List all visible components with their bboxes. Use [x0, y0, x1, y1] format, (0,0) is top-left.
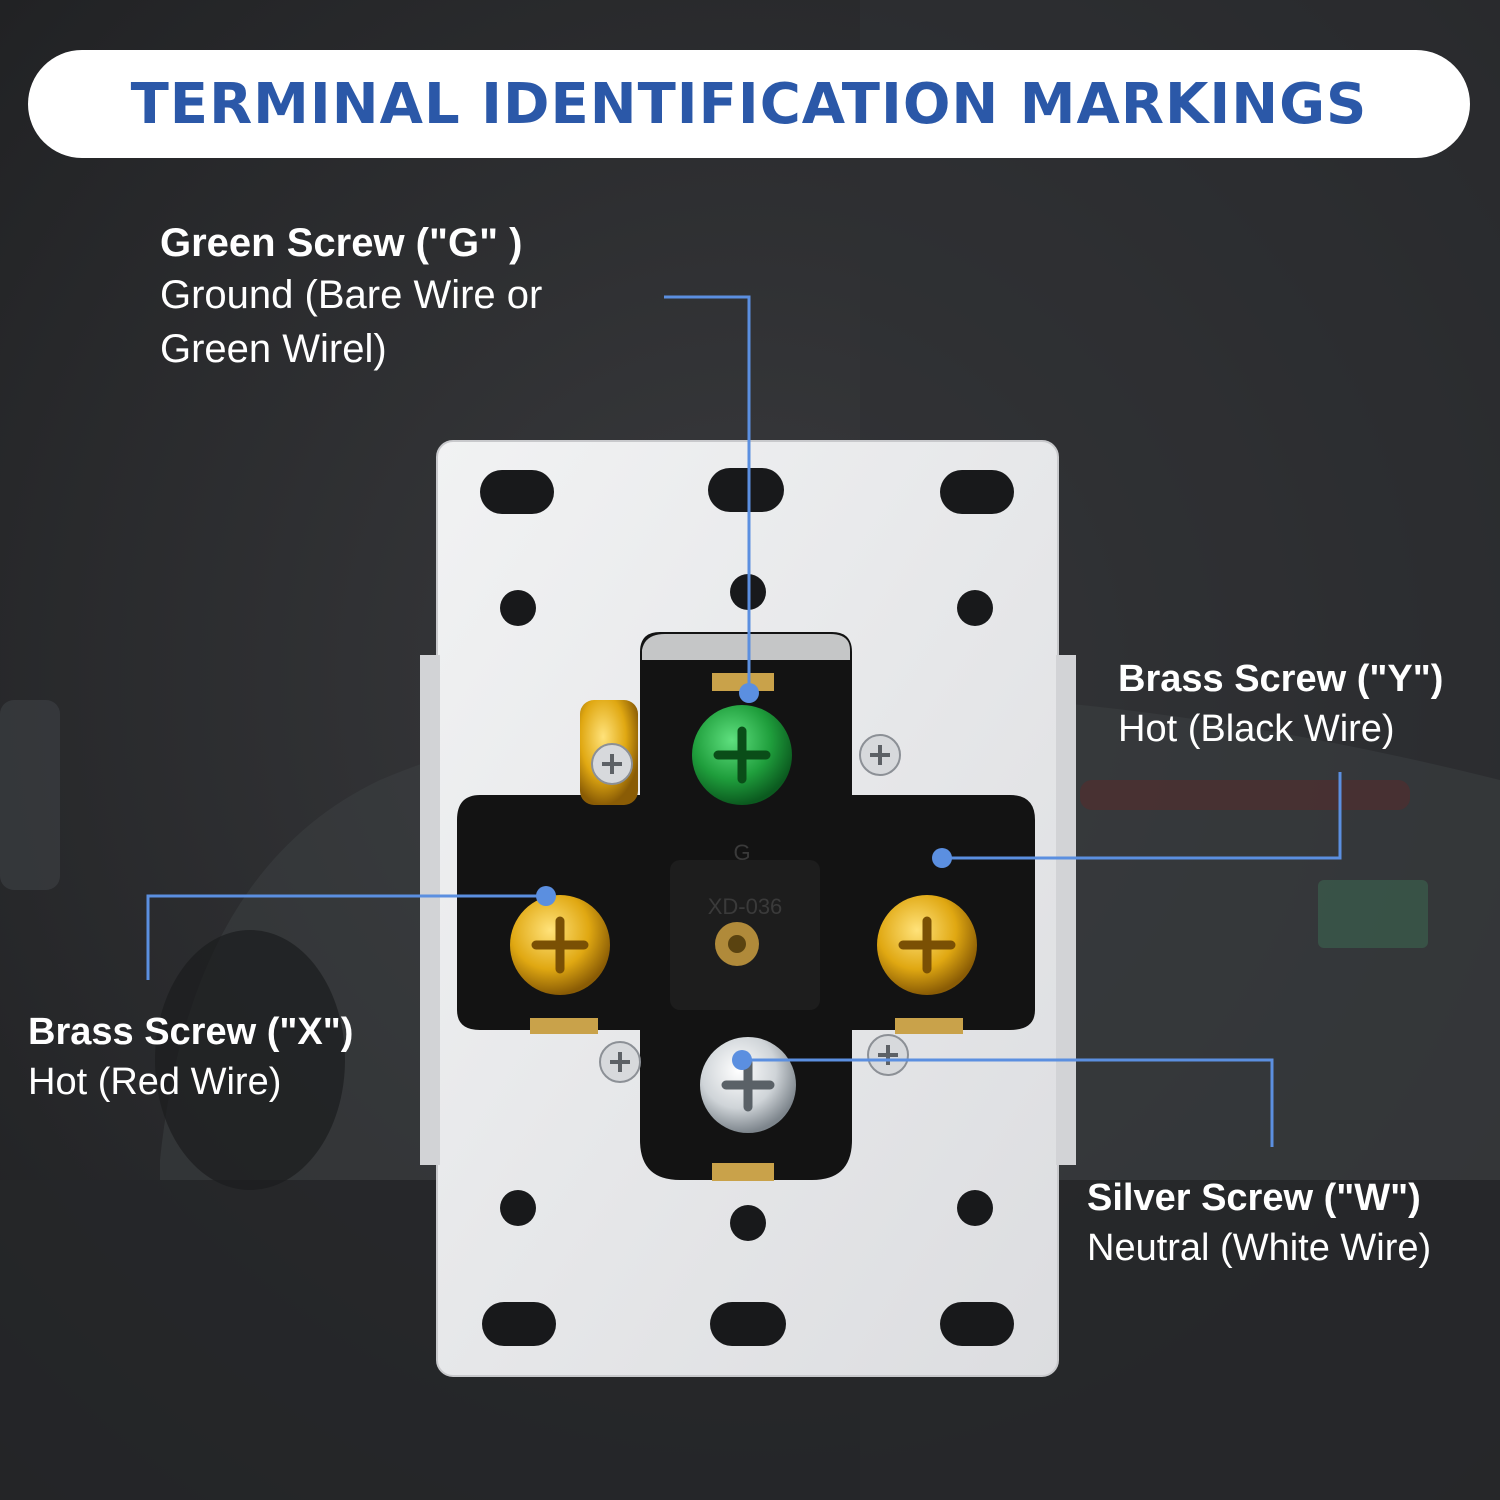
plate-hole [957, 1190, 993, 1226]
callout-brass-screw-y-line1: Hot (Black Wire) [1118, 708, 1395, 750]
plate-slot [710, 1302, 786, 1346]
title-banner: TERMINAL IDENTIFICATION MARKINGS [28, 50, 1470, 158]
callout-brass-screw-x: Brass Screw ("X") Hot (Red Wire) [28, 1007, 353, 1107]
callout-green-screw-heading: Green Screw ("G" ) [160, 221, 523, 265]
plate-slot [482, 1302, 556, 1346]
leader-line-x [146, 894, 546, 980]
silver-screw-icon [700, 1037, 796, 1133]
leader-line-w [742, 1058, 1274, 1147]
callout-silver-screw-w-heading: Silver Screw ("W") [1087, 1177, 1421, 1219]
brass-screw-y-icon [877, 895, 977, 995]
plate-hole [500, 1190, 536, 1226]
leader-line-y [942, 772, 1342, 860]
plate-side-flange-right [1056, 655, 1076, 1165]
mounting-screw-icon [599, 1041, 641, 1083]
mounting-screw-icon [867, 1034, 909, 1076]
plate-hole [730, 1205, 766, 1241]
background-taillight [1080, 780, 1410, 810]
ground-terminal-marking: G [733, 840, 750, 865]
brass-screw-x-icon [510, 895, 610, 995]
terminal-tab-y [895, 1018, 963, 1034]
callout-brass-screw-y-heading: Brass Screw ("Y") [1118, 658, 1444, 700]
terminal-tab-w [712, 1163, 774, 1181]
plate-side-flange-left [420, 655, 440, 1165]
plate-slot [480, 470, 554, 514]
plate-hole [957, 590, 993, 626]
leader-dot-w [732, 1050, 752, 1070]
callout-silver-screw-w: Silver Screw ("W") Neutral (White Wire) [1087, 1173, 1431, 1273]
green-screw-icon [692, 705, 792, 805]
receptacle-model-marking: XD-036 [708, 894, 783, 919]
background-charger [0, 700, 60, 890]
mounting-screws [591, 734, 909, 1083]
plate-slot [940, 1302, 1014, 1346]
mounting-screw-icon [591, 743, 633, 785]
leader-dot-y [932, 848, 952, 868]
background-plate [1318, 880, 1428, 948]
plate-holes [480, 468, 1014, 1346]
background-wheel [155, 930, 345, 1190]
callout-green-screw-line2: Green Wirel) [160, 327, 387, 371]
mounting-screw-icon [859, 734, 901, 776]
callout-silver-screw-w-line1: Neutral (White Wire) [1087, 1227, 1432, 1269]
leader-line-g [664, 295, 751, 693]
callout-brass-screw-x-line1: Hot (Red Wire) [28, 1061, 282, 1103]
callout-brass-screw-y: Brass Screw ("Y") Hot (Black Wire) [1118, 654, 1443, 754]
center-rivet-hole [728, 935, 746, 953]
leader-lines [146, 295, 1342, 1147]
plate-hole [500, 590, 536, 626]
receptacle-top-cap [642, 634, 850, 660]
leader-dot-x [536, 886, 556, 906]
callout-green-screw-line1: Ground (Bare Wire or [160, 273, 543, 317]
leader-dot-g [739, 683, 759, 703]
plate-slot [940, 470, 1014, 514]
page-title: TERMINAL IDENTIFICATION MARKINGS [130, 71, 1368, 137]
terminal-tab-x [530, 1018, 598, 1034]
leader-dots [536, 683, 952, 1070]
plate-slot [708, 468, 784, 512]
callout-green-screw: Green Screw ("G" ) Ground (Bare Wire or … [160, 218, 542, 376]
callout-brass-screw-x-heading: Brass Screw ("X") [28, 1011, 354, 1053]
terminal-tab-g [712, 673, 774, 691]
